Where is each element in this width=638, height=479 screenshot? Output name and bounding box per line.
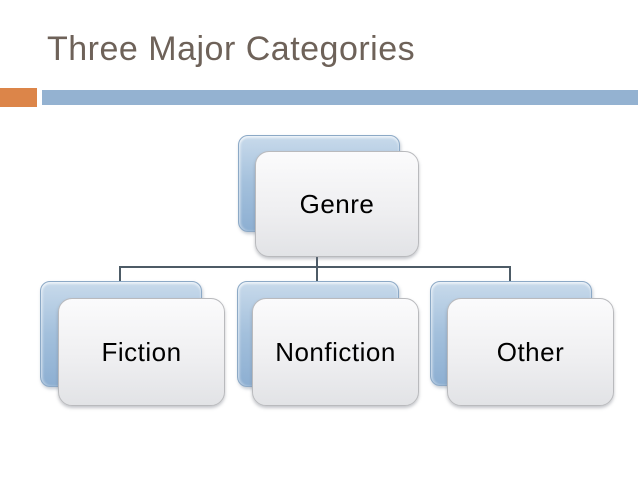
connector-drop-nonfiction: [316, 267, 318, 284]
node-nonfiction-card: Nonfiction: [252, 298, 419, 406]
node-fiction-card: Fiction: [58, 298, 225, 406]
connector-root-stem: [316, 255, 318, 268]
connector-drop-fiction: [119, 267, 121, 284]
node-genre-label: Genre: [299, 188, 375, 219]
node-other-card: Other: [447, 298, 614, 406]
node-other-label: Other: [496, 336, 565, 367]
title-rule-blue-bar: [42, 90, 638, 105]
node-fiction-label: Fiction: [101, 336, 182, 367]
connector-horizontal: [119, 266, 511, 268]
slide-title: Three Major Categories: [47, 30, 416, 68]
connector-drop-other: [509, 267, 511, 284]
node-genre-card: Genre: [255, 151, 419, 257]
title-rule-orange-accent: [0, 88, 37, 107]
node-nonfiction-label: Nonfiction: [275, 336, 396, 367]
